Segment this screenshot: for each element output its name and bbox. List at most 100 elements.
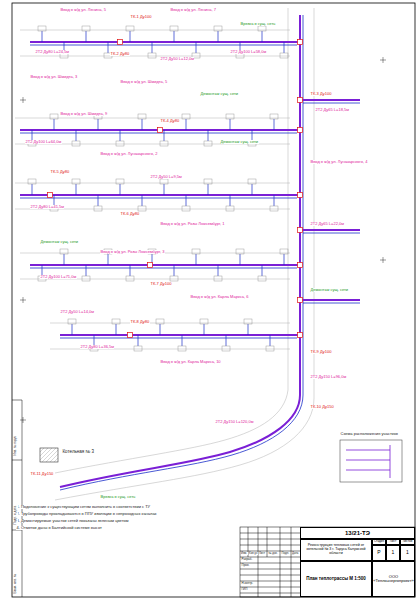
- pipe-callout: Ввод в ж/д ул. Розы Люксембург, 1: [160, 222, 225, 226]
- title-block-text: План теплотрассы М 1:500: [305, 577, 367, 582]
- service-branch: [130, 265, 131, 276]
- building-outline: [178, 346, 186, 351]
- chamber-label: ТК-4 Ду80: [160, 119, 180, 123]
- service-branch: [252, 184, 253, 195]
- demolition-note: Демонтаж сущ. сети: [200, 92, 239, 96]
- pipe-callout: Ввод в ж/д ул. Шмидта, 9: [60, 112, 108, 116]
- pipe-callout: Ввод в ж/д ул. Розы Люксембург, 3: [100, 250, 165, 254]
- drawing-note: Котельная № 3: [62, 450, 95, 455]
- chamber-label: ТК-3 Ду100: [310, 92, 332, 96]
- building-outline: [82, 26, 90, 31]
- pipe-callout: Ввод в ж/д ул. Шмидта, 5: [120, 80, 168, 84]
- service-branch: [120, 184, 121, 195]
- building-outline: [214, 276, 222, 281]
- pipe-callout: 2Т2 Ду150 L=120,0м: [215, 420, 254, 424]
- service-branch: [64, 254, 65, 265]
- service-branch: [72, 324, 73, 335]
- building-outline: [126, 26, 134, 31]
- building-outline: [226, 206, 234, 211]
- title-block-cell: 1: [386, 545, 400, 561]
- demolition-note: Демонтаж сущ. сети: [310, 288, 349, 292]
- sheet-frame: [12, 3, 415, 597]
- title-block-text: ООО «Теплоэнергопроект»: [372, 575, 414, 584]
- service-branch: [142, 195, 143, 206]
- chamber-label: ТК-2 Ду80: [110, 52, 130, 56]
- pipe-callout: 2Т2 Ду150 L=96,0м: [310, 375, 347, 379]
- service-branch: [204, 324, 205, 335]
- service-branch: [164, 130, 165, 141]
- drawing-note: № док.: [268, 552, 278, 555]
- drawing-note: Пров.: [241, 564, 250, 567]
- chamber-label: ТК-1 Ду100: [130, 15, 152, 19]
- drawing-note: Подп.: [281, 552, 289, 555]
- service-branch: [160, 324, 161, 335]
- service-branch: [116, 324, 117, 335]
- chamber-label: ТК-9 Ду100: [310, 350, 332, 354]
- service-branch: [152, 42, 153, 53]
- service-branch: [274, 119, 275, 130]
- chamber-label: ТК-8 Ду80: [130, 320, 150, 324]
- title-block-cell: 13/21-ТЭ: [300, 527, 415, 539]
- building-outline: [226, 114, 234, 119]
- pipe-callout: 2Т2 Ду80 L=36,5м: [80, 345, 114, 349]
- building-outline: [258, 26, 266, 31]
- service-branch: [218, 31, 219, 42]
- building-outline: [148, 53, 156, 58]
- building-outline: [160, 179, 168, 184]
- service-branches: [28, 26, 303, 351]
- title-block-cell: ООО «Теплоэнергопроект»: [372, 561, 415, 597]
- service-branch: [76, 130, 77, 141]
- service-branch: [196, 42, 197, 53]
- building-outline: [68, 319, 76, 324]
- service-branch: [230, 195, 231, 206]
- drawing-note: Схема расположения участков: [340, 432, 398, 436]
- building-outline: [280, 53, 288, 58]
- service-branch: [86, 31, 87, 42]
- building-outline: [112, 319, 120, 324]
- building-outline: [72, 179, 80, 184]
- pipe-callout: 2Т2 Ду100 L=64,0м: [25, 140, 62, 144]
- service-branch: [86, 265, 87, 276]
- pipe-callout: 2Т2 Ду50 L=12,0м: [160, 57, 194, 61]
- return-pipes: [20, 15, 360, 490]
- service-branch: [76, 184, 77, 195]
- demolition-note: Врезка в сущ. сеть: [100, 495, 136, 499]
- road-edges: [15, 8, 314, 500]
- service-branch: [240, 254, 241, 265]
- service-branch: [98, 119, 99, 130]
- service-branch: [208, 130, 209, 141]
- title-block-text: 1: [391, 550, 396, 556]
- pipe-callout: 2Т2 Ду50 L=14,0м: [60, 310, 94, 314]
- service-branch: [108, 254, 109, 265]
- pipe-callout: 2Т2 Ду65 L=18,5м: [315, 108, 349, 112]
- building-outline: [126, 276, 134, 281]
- title-block-grid: [12, 400, 415, 597]
- drawing-note: Инв. № подл.: [14, 435, 18, 456]
- chamber-label: ТК-5 Ду80: [50, 170, 70, 174]
- pipe-callout: 2Т2 Ду80 L=41,5м: [30, 205, 64, 209]
- building-outline: [248, 179, 256, 184]
- service-branch: [54, 119, 55, 130]
- service-branch: [226, 335, 227, 346]
- service-branch: [182, 335, 183, 346]
- service-branch: [174, 265, 175, 276]
- drawing-note: Изм.: [241, 552, 248, 555]
- drawing-note: Подп. и дата: [14, 505, 18, 525]
- title-block-text: Стадия: [373, 540, 385, 543]
- title-block-text: Реконструкция тепловых сетей от котельно…: [301, 544, 371, 556]
- pipe-callout: Ввод в ж/д ул. Луначарского, 2: [100, 152, 158, 156]
- building-outline: [170, 276, 178, 281]
- pipe-callout: Ввод в ж/д ул. Карла Маркса, 6: [190, 295, 249, 299]
- service-branch: [142, 119, 143, 130]
- drawing-note: ГИП: [241, 588, 248, 591]
- demolition-note: Врезка в сущ. сеть: [240, 22, 276, 26]
- demolition-note: Демонтаж сущ. сети: [40, 240, 79, 244]
- building-outline: [236, 249, 244, 254]
- title-block-cell: План теплотрассы М 1:500: [300, 561, 372, 597]
- heat-chamber: [128, 333, 133, 338]
- title-block-text: 1: [405, 550, 410, 556]
- title-block-text: Листов: [402, 540, 414, 543]
- service-branch: [174, 31, 175, 42]
- drawing-note: Н.контр.: [241, 582, 254, 585]
